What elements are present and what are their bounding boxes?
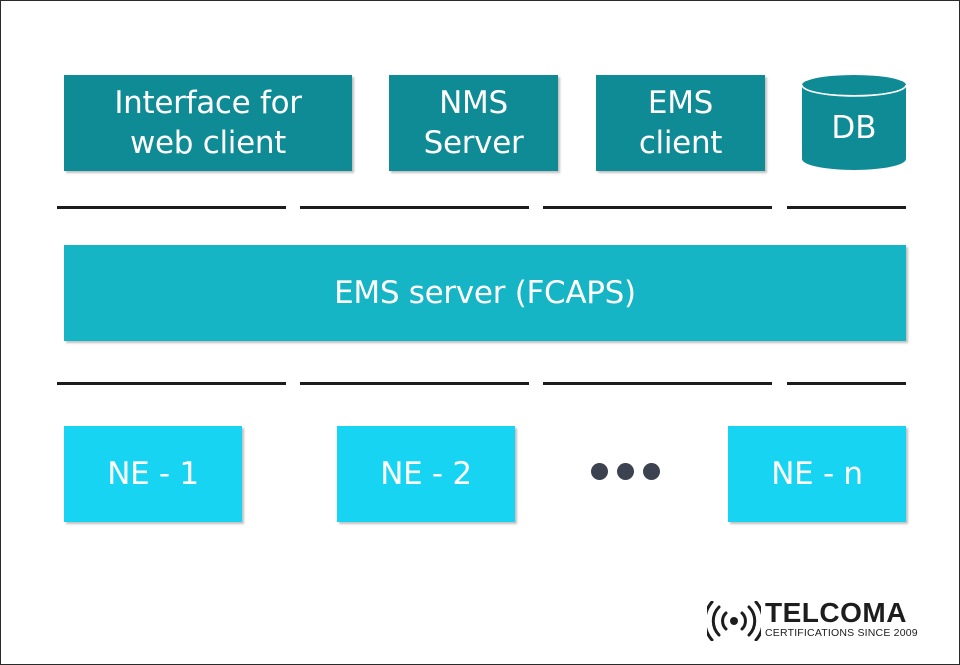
separator-line [57, 382, 286, 385]
ne-n-label: NE - n [771, 456, 863, 492]
ems-server-box: EMS server (FCAPS) [64, 245, 906, 341]
logo-tagline: CERTIFICATIONS SINCE 2009 [765, 627, 918, 639]
ems-server-label: EMS server (FCAPS) [334, 275, 636, 311]
ellipsis-dot [591, 463, 608, 480]
signal-broadcast-icon [707, 601, 761, 641]
separator-line [543, 382, 772, 385]
separator-line [787, 206, 906, 209]
separator-line [543, 206, 772, 209]
telcoma-logo: TELCOMA CERTIFICATIONS SINCE 2009 [707, 597, 927, 643]
nms-server-label: NMS Server [423, 85, 524, 161]
ne-2-box: NE - 2 [337, 426, 515, 522]
separator-line [57, 206, 286, 209]
ne-n-box: NE - n [728, 426, 906, 522]
ne-2-label: NE - 2 [380, 456, 472, 492]
web-client-interface-box: Interface for web client [64, 75, 352, 171]
separator-line [787, 382, 906, 385]
separator-line [300, 382, 529, 385]
db-label: DB [831, 110, 877, 146]
ellipsis-icon [591, 463, 661, 483]
ne-1-box: NE - 1 [64, 426, 242, 522]
database-cylinder-shape [802, 75, 906, 170]
web-client-interface-label: Interface for web client [114, 85, 302, 161]
ellipsis-dot [643, 463, 660, 480]
ne-1-label: NE - 1 [107, 456, 199, 492]
ems-client-box: EMS client [596, 75, 765, 171]
database-icon: DB [802, 75, 906, 171]
nms-server-box: NMS Server [389, 75, 558, 171]
ellipsis-dot [617, 463, 634, 480]
ems-client-label: EMS client [638, 85, 723, 161]
separator-line [300, 206, 529, 209]
logo-name: TELCOMA [765, 597, 907, 628]
